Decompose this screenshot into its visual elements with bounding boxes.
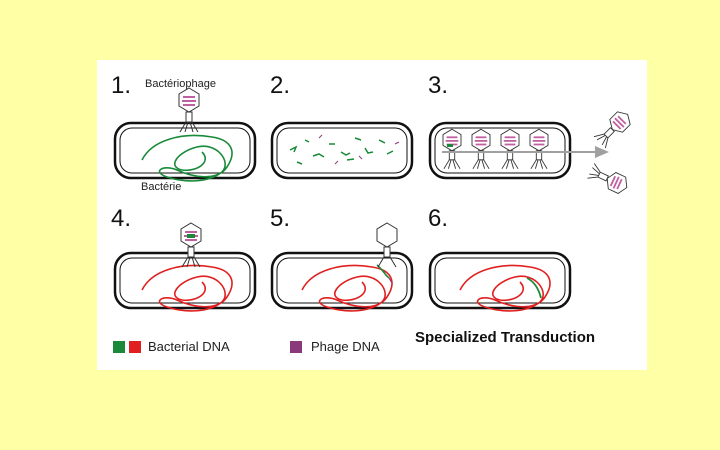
diagram-panel: 1. 2. 3. 4. 5. 6. Bactériophage Bactérie… bbox=[97, 60, 647, 370]
label-bacterium: Bactérie bbox=[141, 181, 182, 193]
step-number-1: 1. bbox=[111, 72, 132, 99]
released-phage-2 bbox=[586, 161, 632, 197]
arrow-head-icon bbox=[595, 146, 609, 158]
bacterial-chromosome-red bbox=[141, 264, 233, 312]
step-number-5: 5. bbox=[270, 205, 291, 232]
legend-bacterial-dna: Bacterial DNA bbox=[148, 339, 230, 354]
dna-fragments-phage bbox=[318, 134, 400, 165]
phage-step-4 bbox=[180, 222, 202, 268]
legend-swatch-green bbox=[113, 341, 125, 353]
dna-fragments-green bbox=[289, 137, 394, 165]
released-phage-1 bbox=[592, 107, 635, 150]
diagram-canvas bbox=[113, 87, 635, 353]
diagram-title: Specialized Transduction bbox=[415, 329, 596, 346]
legend-phage-dna: Phage DNA bbox=[311, 339, 380, 354]
legend-swatch-red bbox=[129, 341, 141, 353]
cell-2 bbox=[270, 121, 414, 180]
bacterial-chromosome-green bbox=[141, 134, 233, 182]
step-number-4: 4. bbox=[111, 205, 132, 232]
step-number-6: 6. bbox=[428, 205, 449, 232]
step-number-3: 3. bbox=[428, 72, 449, 99]
legend-swatch-purple bbox=[290, 341, 302, 353]
cell-5 bbox=[270, 251, 414, 312]
integrated-green-dna bbox=[526, 277, 542, 299]
step-number-2: 2. bbox=[270, 72, 291, 99]
cell-4 bbox=[113, 251, 257, 312]
cell-6 bbox=[428, 251, 572, 312]
phage-step-5-empty bbox=[376, 222, 398, 268]
cell-3 bbox=[428, 121, 609, 180]
label-bacteriophage: Bactériophage bbox=[145, 78, 216, 90]
phage-step-1 bbox=[178, 87, 200, 133]
